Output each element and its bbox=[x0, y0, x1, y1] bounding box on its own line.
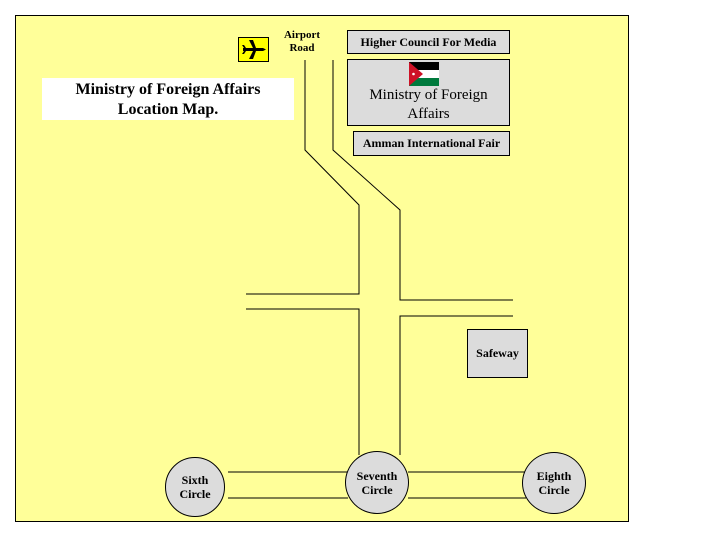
cross-road-left-lower bbox=[246, 308, 360, 455]
amman-fair-label: Amman International Fair bbox=[362, 136, 501, 150]
airport-road-left-edge bbox=[246, 60, 360, 295]
sixth-circle-line2: Circle bbox=[179, 487, 211, 501]
eighth-circle-line2: Circle bbox=[538, 483, 570, 497]
map-title: Ministry of Foreign Affairs Location Map… bbox=[42, 78, 294, 120]
ministry-box: Ministry of Foreign Affairs bbox=[347, 59, 510, 126]
map-title-line1: Ministry of Foreign Affairs bbox=[75, 81, 261, 98]
airport-road-label-line1: Airport bbox=[283, 29, 321, 41]
eighth-circle-line1: Eighth bbox=[536, 469, 572, 483]
airport-road-right-edge bbox=[332, 60, 513, 301]
sixth-circle-line1: Sixth bbox=[181, 473, 209, 487]
map-title-line2: Location Map. bbox=[117, 101, 219, 118]
airplane-icon bbox=[238, 37, 269, 62]
jordan-flag-icon bbox=[409, 62, 439, 86]
airport-road-label-line2: Road bbox=[289, 42, 315, 54]
sixth-circle: Sixth Circle bbox=[165, 457, 225, 517]
seventh-circle-line1: Seventh bbox=[356, 468, 398, 483]
safeway-box: Safeway bbox=[467, 329, 528, 378]
ministry-label-line2: Affairs bbox=[407, 106, 450, 122]
safeway-label: Safeway bbox=[476, 346, 519, 360]
cross-road-right-lower bbox=[399, 315, 513, 455]
ministry-label-line1: Ministry of Foreign bbox=[369, 87, 488, 103]
amman-fair-box: Amman International Fair bbox=[353, 131, 510, 156]
seventh-circle-line2: Circle bbox=[361, 482, 393, 497]
eighth-circle: Eighth Circle bbox=[522, 452, 586, 514]
seventh-circle: Seventh Circle bbox=[345, 451, 409, 514]
airport-road-label: Airport Road bbox=[278, 29, 326, 55]
ministry-label: Ministry of Foreign Affairs bbox=[348, 86, 509, 124]
higher-council-box: Higher Council For Media bbox=[347, 30, 510, 54]
higher-council-label: Higher Council For Media bbox=[360, 34, 497, 49]
